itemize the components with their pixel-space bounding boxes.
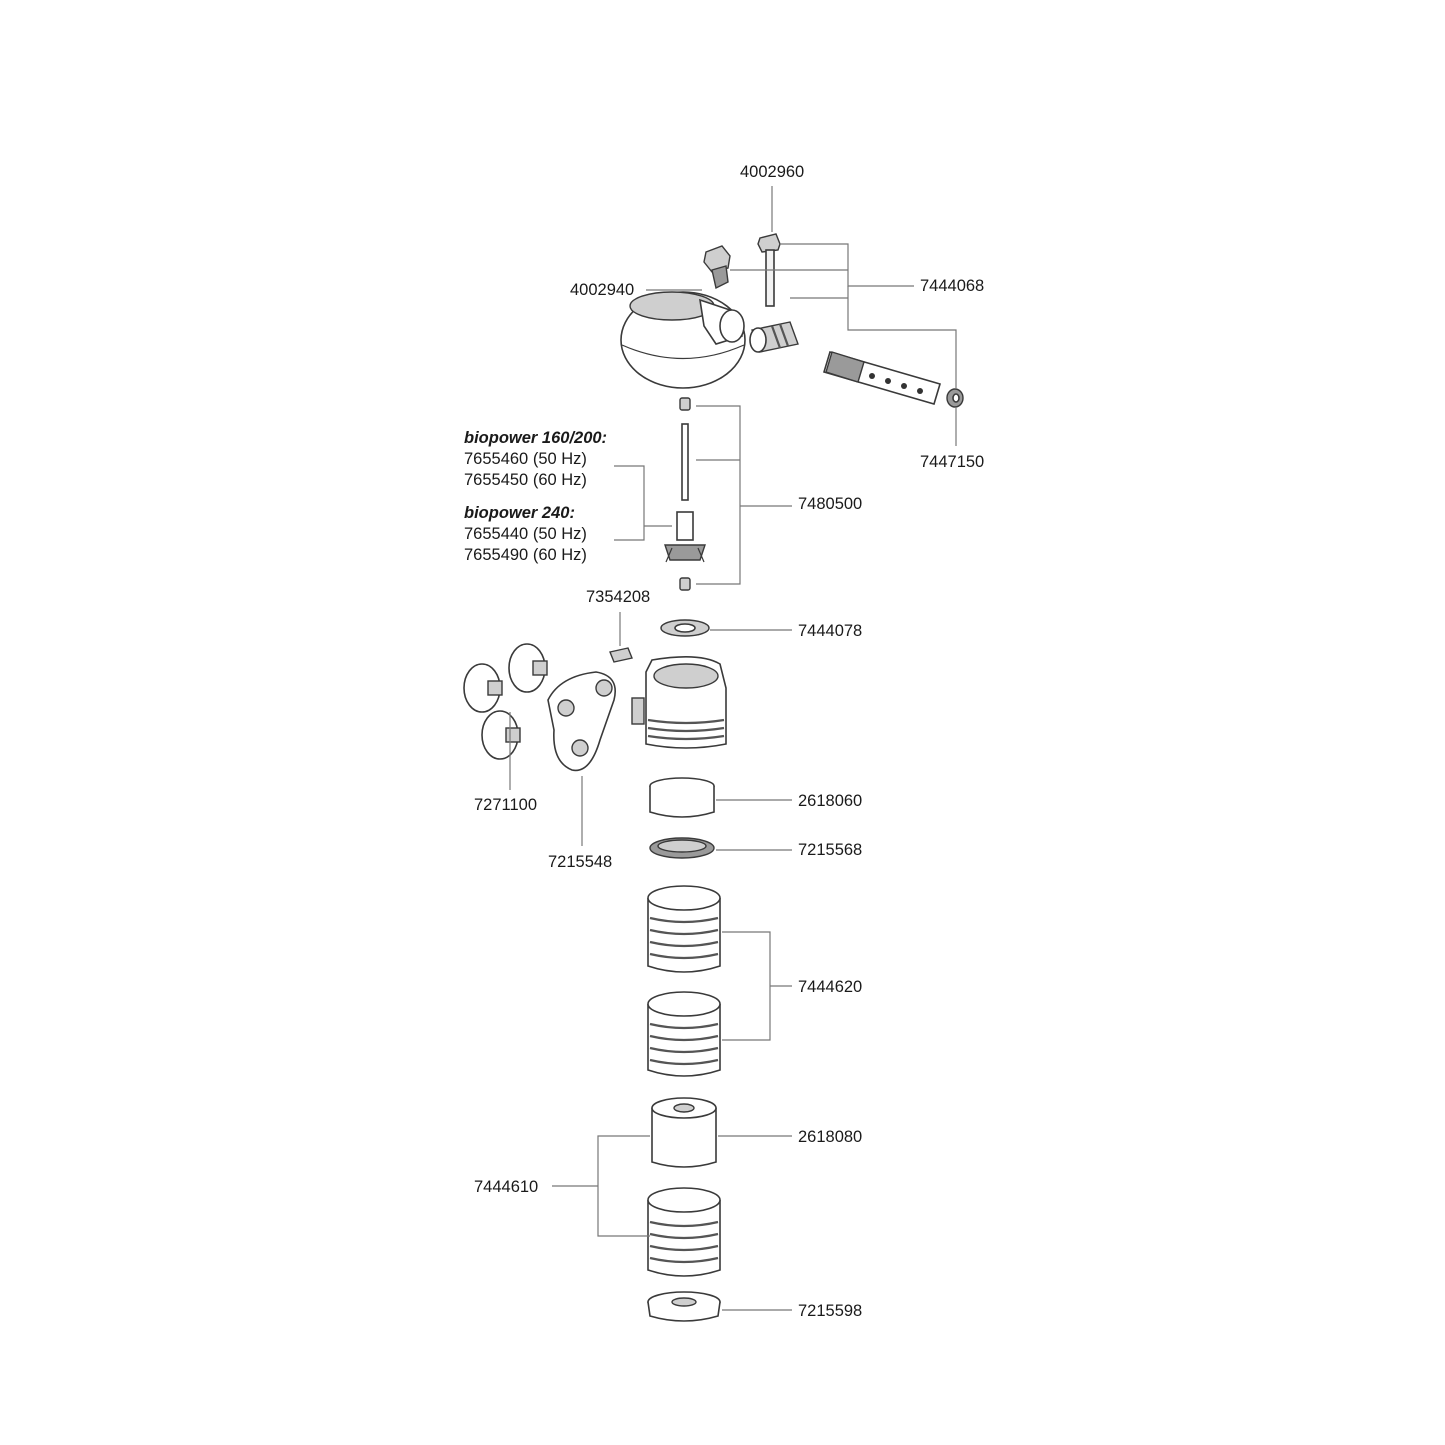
label-2618080: 2618080 — [798, 1128, 862, 1146]
leader-lines — [509, 186, 957, 1311]
part-number-labels: 4002960 4002940 7444068 7447150 7480500 … — [474, 163, 984, 1320]
filter-module-2-part — [647, 991, 721, 1077]
rotor-axle-part — [681, 423, 689, 501]
spray-bar-part — [823, 351, 941, 405]
pump-housing-part — [631, 656, 727, 749]
filter-insert-part — [649, 837, 715, 859]
option-7655460: 7655460 (50 Hz) — [464, 450, 587, 468]
option-7655450: 7655450 (60 Hz) — [464, 471, 587, 489]
rotor-bearing-top-part — [679, 397, 691, 411]
label-7215548: 7215548 — [548, 853, 612, 871]
heading-biopower-240: biopower 240: — [464, 504, 575, 522]
sponge-part — [649, 777, 715, 818]
air-regulator-part — [703, 245, 731, 290]
air-valve-part — [757, 233, 781, 307]
label-7444620: 7444620 — [798, 978, 862, 996]
rotor-bearing-bottom-part — [679, 577, 691, 591]
label-7271100: 7271100 — [474, 796, 537, 814]
label-4002960: 4002960 — [740, 163, 804, 181]
filter-module-1-part — [647, 885, 721, 973]
label-7215598: 7215598 — [798, 1302, 862, 1320]
label-7444068: 7444068 — [920, 277, 984, 295]
rotor-options-block: biopower 160/200: 7655460 (50 Hz) 765545… — [464, 429, 607, 564]
pump-head-part — [620, 291, 746, 389]
option-7655490: 7655490 (60 Hz) — [464, 546, 587, 564]
label-7444610: 7444610 — [474, 1178, 538, 1196]
suction-cup-set-part — [463, 643, 548, 760]
rotor-impeller-part — [664, 511, 706, 563]
bottom-cap-part — [647, 1291, 721, 1322]
bio-sponge-part — [651, 1097, 717, 1168]
heading-biopower-160-200: biopower 160/200: — [464, 429, 607, 447]
label-7215568: 7215568 — [798, 841, 862, 859]
label-7444078: 7444078 — [798, 622, 862, 640]
option-7655440: 7655440 (50 Hz) — [464, 525, 587, 543]
impeller-cover-part — [660, 619, 710, 637]
hose-connector-part — [749, 321, 799, 353]
bottom-module-part — [647, 1187, 721, 1277]
label-4002940: 4002940 — [570, 281, 634, 299]
clip-part — [609, 647, 633, 663]
spray-bar-end-cap-part — [946, 388, 964, 408]
label-2618060: 2618060 — [798, 792, 862, 810]
label-7354208: 7354208 — [586, 588, 650, 606]
holder-part — [547, 671, 616, 772]
label-7447150: 7447150 — [920, 453, 984, 471]
label-7480500: 7480500 — [798, 495, 862, 513]
